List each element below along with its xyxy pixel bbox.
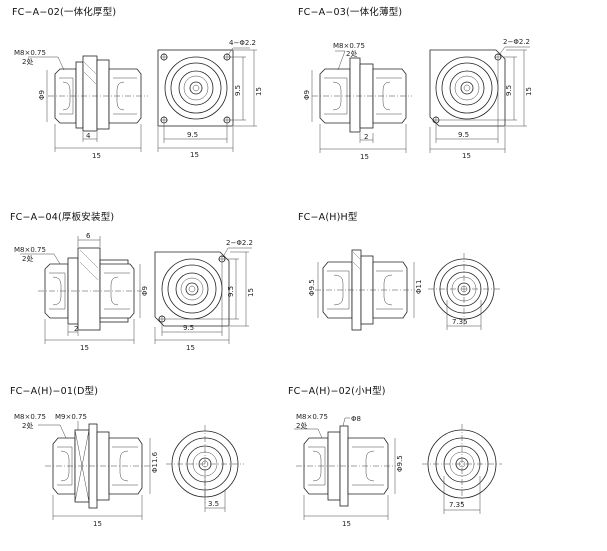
fc-a-h-02-dia2-label: Φ9.5	[396, 455, 404, 472]
title-fc-a-h: FC−A(H)H型	[298, 212, 358, 223]
fc-a-04-front-view	[154, 247, 252, 344]
fc-a-02-t-label: 4	[86, 132, 91, 140]
fc-a-h-01-thread2-label: M9×0.75	[55, 413, 87, 421]
fc-a-h-dia2-label: Φ11	[415, 280, 423, 294]
fc-a-04-holes-label: 2−Φ2.2	[226, 239, 253, 247]
fc-a-03-sq-label: 15	[462, 152, 471, 160]
fc-a-03-v-pitch-label: 9.5	[505, 85, 513, 96]
fc-a-04-v-pitch-label: 9.5	[227, 286, 235, 297]
fc-a-h-02-side-view	[294, 417, 396, 520]
fc-a-04-dia-label: Φ9	[141, 286, 149, 296]
fc-a-h-01-front-view	[166, 425, 244, 512]
fc-a-04-sq-label: 15	[186, 344, 195, 352]
fc-a-h-side-view	[315, 249, 415, 331]
fc-a-04-t-label: 2	[74, 325, 78, 333]
fc-a-02-qty-label: 2处	[22, 57, 33, 66]
title-fc-a-h-02: FC−A(H)−02(小H型)	[288, 386, 386, 397]
fc-a-h-02-front-view	[422, 424, 502, 514]
fc-a-h-02-dia-label: Φ8	[351, 415, 361, 423]
fc-a-03-len-label: 15	[360, 153, 369, 161]
fc-a-h-dia1-label: Φ9.5	[308, 279, 316, 296]
fc-a-h-cd-label: 7.35	[452, 318, 468, 326]
fc-a-h-02-len-label: 15	[342, 520, 351, 528]
fc-a-04-top-label: 6	[86, 232, 91, 240]
fc-a-h-01-qty-label: 2处	[22, 421, 33, 430]
fc-a-04-len-label: 15	[80, 344, 89, 352]
fc-a-h-01-len-label: 15	[93, 520, 102, 528]
fc-a-04-v-sq-label: 15	[247, 288, 255, 297]
title-fc-a-03: FC−A−03(一体化薄型)	[298, 7, 403, 18]
fc-a-02-side-view	[28, 55, 148, 152]
fc-a-02-front-view	[157, 47, 257, 152]
fc-a-h-02-thread-label: M8×0.75	[296, 413, 328, 421]
fc-a-03-dia-label: Φ9	[303, 90, 311, 100]
fc-a-03-thread-label: M8×0.75	[333, 42, 365, 50]
fc-a-h-01-cd-label: 3.5	[208, 500, 219, 508]
title-fc-a-04: FC−A−04(厚板安装型)	[10, 212, 115, 223]
fc-a-02-v-sq-label: 15	[255, 87, 263, 96]
fc-a-04-thread-label: M8×0.75	[14, 246, 46, 254]
fc-a-03-t-label: 2	[364, 133, 368, 141]
fc-a-02-dia-label: Φ9	[38, 90, 46, 100]
fc-a-h-01-dia-label: Φ11.6	[151, 451, 159, 473]
fc-a-04-side-view	[20, 236, 142, 344]
fc-a-h-01-side-view	[38, 421, 151, 520]
fc-a-h-02-qty-label: 2处	[296, 421, 307, 430]
fc-a-02-thread-label: M8×0.75	[14, 49, 46, 57]
fc-a-02-len-label: 15	[92, 152, 101, 160]
fc-a-04-qty-label: 2处	[22, 254, 33, 263]
fc-a-03-pitch-label: 9.5	[458, 131, 469, 139]
fc-a-h-front-view	[428, 253, 500, 330]
fc-a-03-qty-label: 2处	[346, 49, 357, 58]
fc-a-03-v-sq-label: 15	[525, 87, 533, 96]
fc-a-h-02-cd-label: 7.35	[449, 501, 465, 509]
fc-a-h-01-thread1-label: M8×0.75	[14, 413, 46, 421]
title-fc-a-h-01: FC−A(H)−01(D型)	[10, 386, 99, 397]
fc-a-03-holes-label: 2−Φ2.2	[503, 38, 530, 46]
fc-a-03-side-view	[311, 50, 412, 153]
title-fc-a-02: FC−A−02(一体化厚型)	[12, 7, 117, 18]
fc-a-03-front-view	[429, 46, 530, 153]
fc-a-02-pitch-label: 9.5	[187, 131, 198, 139]
fc-a-04-pitch-label: 9.5	[183, 324, 194, 332]
fc-a-02-holes-label: 4−Φ2.2	[229, 39, 256, 47]
fc-a-02-v-pitch-label: 9.5	[234, 85, 242, 96]
fc-a-02-sq-label: 15	[190, 151, 199, 159]
